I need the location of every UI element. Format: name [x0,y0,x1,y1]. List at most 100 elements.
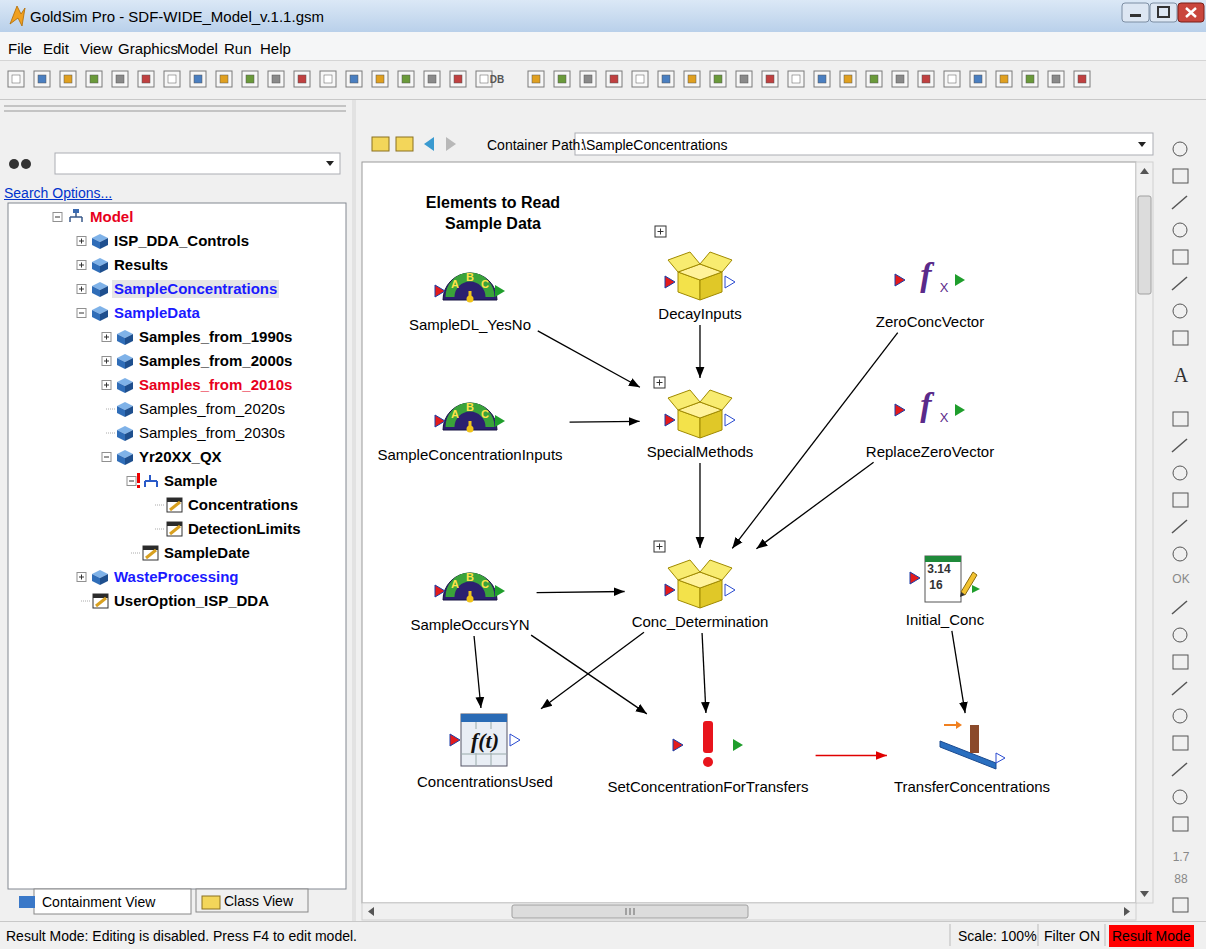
element-label: ZeroConcVector [876,313,984,331]
mode-indicator: Result Mode [1109,925,1194,947]
side-toolbar [1156,100,1206,921]
tree-expander-glyph [55,217,60,218]
back-arrow [424,137,434,151]
element-label: ConcentrationsUsed [417,773,553,791]
link-arrow [538,331,640,387]
dropdown-arrow [326,161,334,166]
icon-letter: B [466,572,474,583]
icon-letter: A [451,409,459,420]
tool-icon-text: 1.7 [1173,848,1190,866]
tree-expander-glyph [104,359,109,364]
active-tab [34,889,191,914]
toolbar-glyph [1000,75,1008,83]
toolbar-glyph [558,75,566,83]
toolbar-glyph [714,75,722,83]
data-icon [93,594,108,608]
flow-arrow [944,724,956,726]
toolbar-icon [450,71,466,87]
toolbar-glyph [116,75,124,83]
toolbar-icon [840,71,856,87]
tool-icon [1173,304,1187,318]
model-element: SpecialMethods [642,380,759,461]
toolbar-icon [918,71,934,87]
element-icon [664,242,736,302]
toolbar-glyph [428,75,436,83]
tree-expander-glyph [79,287,84,292]
toolbar-glyph [948,75,956,83]
menu-item: Model [177,40,218,58]
tree-expander [77,285,86,294]
path-bar [362,130,1156,159]
container-icon [125,406,133,417]
data-icon [167,522,182,536]
binocular-icon [21,159,31,169]
table-grid [461,722,507,766]
thumb-grip [626,908,634,915]
toolbar-icon [606,71,622,87]
link-arrow [699,325,700,378]
panel-grip [4,110,346,112]
container-icon [92,262,100,273]
container-icon [117,358,125,369]
menu-bar [0,32,1206,60]
toolbar-glyph [1026,75,1034,83]
app-icon [10,6,25,26]
toolbar-glyph [662,75,670,83]
tab-icon [202,896,220,909]
tool-icon [1172,520,1187,533]
menu-item: Help [260,40,291,58]
title-bar [0,0,1206,32]
container-icon [125,358,133,369]
element-label: SampleDL_YesNo [409,316,531,334]
tree-item: Samples_from_2010s [137,376,294,394]
tool-icon [1172,682,1187,695]
element-icon [664,550,736,610]
tool-icon [1173,817,1188,831]
flow-arrow [956,721,962,729]
toolbar-icon [424,71,440,87]
icon-letter: C [481,409,489,420]
toolbar-glyph [350,75,358,83]
tool-icon [1173,736,1188,750]
icon-glyph: X [940,411,949,424]
toolbar-glyph [896,75,904,83]
input-port [665,276,675,288]
toolbar-icon [528,71,544,87]
container-icon [92,310,100,321]
output-port [725,584,735,596]
toolbar-icon [632,71,648,87]
toolbar-icon [320,71,336,87]
tree-expander [77,309,86,318]
container-icon [117,406,125,417]
tree-line [131,553,141,554]
element-label: Initial_Conc [906,611,984,629]
data-icon [167,498,182,512]
pencil-tip [960,592,965,597]
tool-icon-text: OK [1172,570,1189,588]
link-arrow [474,636,481,708]
model-element: SampleConcentrationInputs [372,383,567,464]
tree-expander [127,477,136,486]
splitter [352,100,356,921]
container-icon [92,238,100,249]
toolbar-glyph [688,75,696,83]
tree-item: SampleDate [162,544,252,562]
input-port [895,404,905,416]
minimize-glyph [1130,14,1141,17]
toolbar-glyph [38,75,46,83]
output-port [972,585,980,593]
menu-item: View [80,40,112,58]
toolbar-glyph [402,75,410,83]
toolbar-icon [1022,71,1038,87]
element-label: ReplaceZeroVector [866,443,994,461]
toolbar-glyph [1052,75,1060,83]
container-icon [117,334,125,345]
output-port [495,285,505,297]
link-arrow [570,421,640,423]
container-icon [100,310,108,321]
tree-expander [102,453,111,462]
toolbar-icon [8,71,24,87]
link-arrow [952,631,965,713]
notepad-band [925,556,961,562]
element-label: TransferConcentrations [894,778,1050,796]
